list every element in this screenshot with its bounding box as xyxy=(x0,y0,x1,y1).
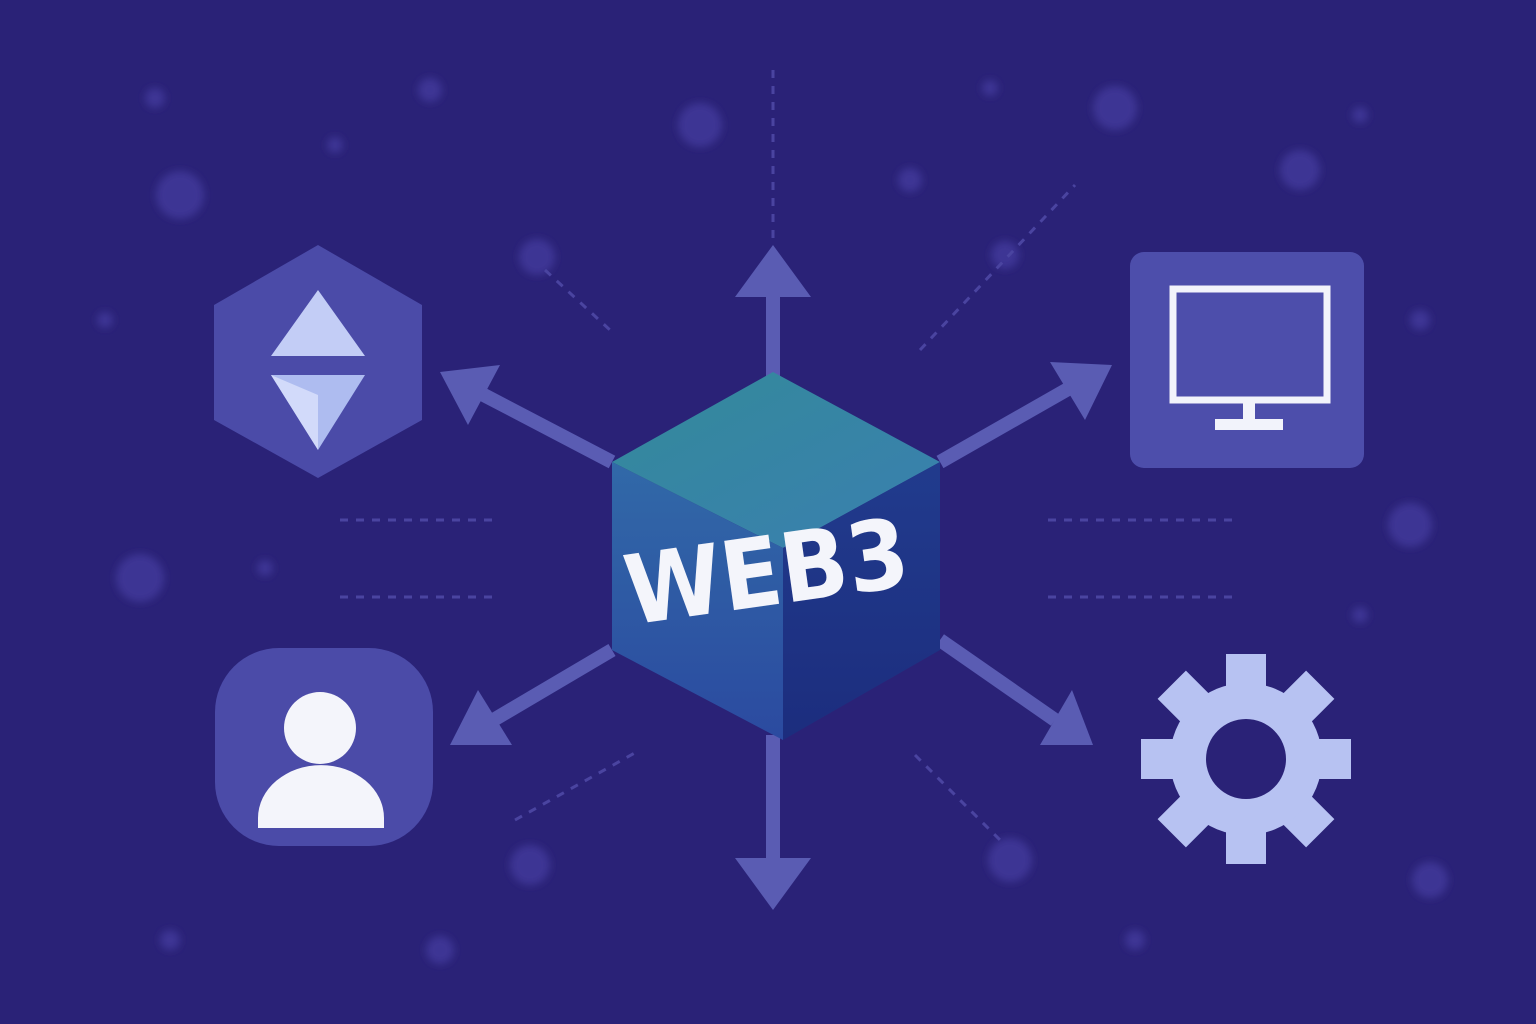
arrow-up xyxy=(735,245,811,380)
background-blobs xyxy=(97,78,1448,964)
web3-cube: WEB3 xyxy=(612,372,940,740)
cube-top-face xyxy=(612,372,940,548)
cube-right-face xyxy=(783,462,940,740)
ethereum-icon xyxy=(271,290,365,450)
arrow-left-down xyxy=(450,643,616,745)
arrow-down xyxy=(735,735,811,910)
arrow-right-up xyxy=(936,362,1112,469)
ethereum-node xyxy=(214,245,422,478)
hexagon-tile xyxy=(214,245,422,478)
dashed-connector-lines xyxy=(340,70,1235,842)
arrow-right-down xyxy=(936,634,1093,745)
user-node xyxy=(215,648,433,846)
monitor-node xyxy=(1130,252,1364,468)
monitor-tile xyxy=(1130,252,1364,468)
cube-left-face xyxy=(612,462,783,740)
arrow-left-up xyxy=(440,365,616,469)
monitor-icon xyxy=(1169,285,1331,430)
user-icon xyxy=(258,692,384,828)
arrows xyxy=(440,245,1112,910)
